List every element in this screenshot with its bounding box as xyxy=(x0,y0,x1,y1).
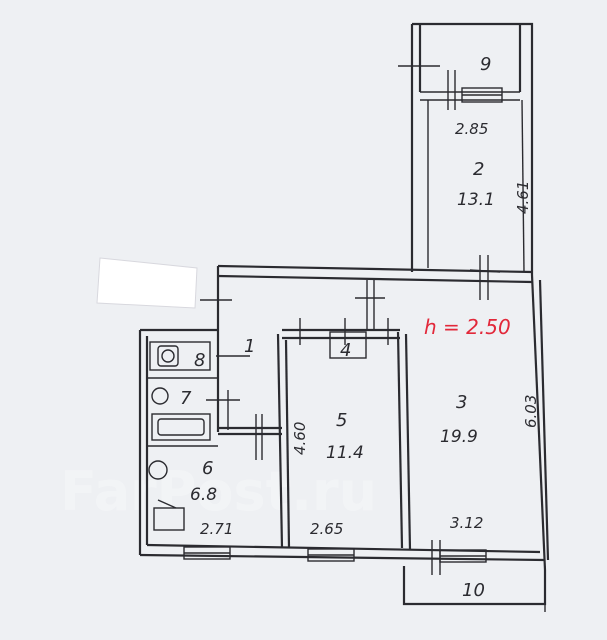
room-1: 1 xyxy=(200,280,385,357)
room-4-label: 4 xyxy=(340,340,351,361)
room-7: 7 xyxy=(147,377,240,447)
ceiling-height-note: h = 2.50 xyxy=(424,315,511,339)
room-9: 9 xyxy=(398,54,520,110)
room-5-length: 4.60 xyxy=(291,422,309,455)
bottom-windows xyxy=(183,540,487,575)
room-2-length: 4.61 xyxy=(514,181,532,214)
room-6-area: 6.8 xyxy=(190,485,217,505)
room-6-label: 6 xyxy=(202,458,213,479)
room-6: 6 6.8 2.71 xyxy=(148,414,282,538)
room-3-label: 3 xyxy=(456,392,467,413)
room-6-width: 2.71 xyxy=(200,520,233,538)
room-7-label: 7 xyxy=(180,388,192,409)
room-10: 10 xyxy=(402,566,547,612)
room-3-area: 19.9 xyxy=(440,427,478,447)
watermark: FarPost.ru xyxy=(60,460,377,523)
room-3: h = 2.50 3 19.9 6.03 3.12 xyxy=(424,315,540,532)
room-5-width: 2.65 xyxy=(310,520,343,538)
room-10-label: 10 xyxy=(462,580,485,601)
room-3-length: 6.03 xyxy=(522,395,540,428)
room-3-width: 3.12 xyxy=(450,514,483,532)
room-5-area: 11.4 xyxy=(326,443,364,463)
room-8: 8 xyxy=(149,341,211,371)
room-2-area: 13.1 xyxy=(457,190,495,210)
room-5: 4.60 5 11.4 2.65 xyxy=(276,331,412,551)
room-5-label: 5 xyxy=(336,410,347,431)
paper-sticker xyxy=(96,257,198,309)
room-4: 4 xyxy=(282,318,400,361)
room-2-label: 2 xyxy=(473,159,484,180)
room-2: 2.85 2 13.1 4.61 xyxy=(427,99,532,300)
room-1-label: 1 xyxy=(244,336,255,357)
room-8-label: 8 xyxy=(194,350,205,371)
room-2-width: 2.85 xyxy=(455,120,488,138)
room-9-label: 9 xyxy=(480,54,491,75)
